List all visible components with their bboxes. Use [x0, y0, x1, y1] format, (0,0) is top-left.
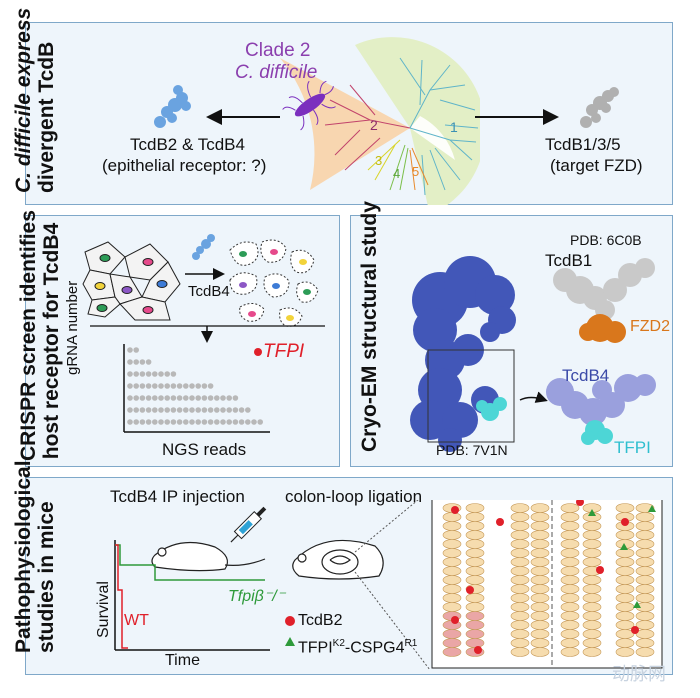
- watermark: 动脉网: [612, 664, 666, 684]
- cryo-em-structures: [410, 256, 656, 452]
- clade2-species: C. difficile: [235, 62, 318, 83]
- tfpi-cyan-small: [476, 397, 507, 421]
- colon-loop-label: colon-loop ligation: [285, 487, 423, 506]
- panel2-side-title: CRISPR screen identifies host receptor f…: [17, 210, 63, 461]
- cell-cluster-after: [229, 239, 319, 327]
- mouse-icon-colon: [292, 539, 384, 580]
- legend-tfpi-cspg4: TFPIK2-CSPG4R1: [298, 638, 418, 657]
- tfpi-struct-label: TFPI: [614, 438, 651, 457]
- wt-curve-label: WT: [124, 612, 149, 629]
- ko-curve-label: Tfpiβ⁻/⁻: [228, 588, 286, 605]
- ko-survival-curve: [115, 544, 265, 581]
- pdb-bottom-label: PDB: 7V1N: [436, 442, 508, 458]
- ngs-dot-plot: [127, 347, 263, 425]
- clade2-title: Clade 2: [245, 40, 311, 61]
- clade2-branches: [324, 84, 411, 171]
- mouse-icon-ip: [151, 541, 266, 572]
- clade-number-3: 3: [375, 153, 382, 168]
- wt-survival-curve: [115, 544, 128, 649]
- clade-number-4: 4: [393, 166, 400, 181]
- tcdb4-label: TcdB4: [562, 366, 610, 385]
- syringe-icon: [230, 506, 267, 543]
- panel-crispr-screen: [25, 215, 340, 467]
- fzd2-label: FZD2: [630, 318, 670, 335]
- y-axis-label: gRNA number: [64, 280, 81, 375]
- tfpi-cyan-structure: [581, 420, 613, 445]
- time-axis-label: Time: [165, 652, 200, 669]
- tcdb2-label-line1: TcdB2 & TcdB4: [130, 135, 245, 154]
- tcdb2-protein-icon: [154, 85, 191, 128]
- fzd2-orange-structure: [579, 314, 626, 343]
- tcdb4-toxin-label: TcdB4: [188, 283, 230, 300]
- tcdb4-toxin-icon: [192, 234, 215, 260]
- ip-injection-label: TcdB4 IP injection: [110, 487, 245, 506]
- panel1-arrows: [154, 85, 619, 128]
- clade1-branches: [399, 57, 479, 196]
- crispr-cells-diagram: [82, 234, 325, 433]
- mouse-studies-diagram: [114, 500, 663, 671]
- tcdb1-label-line2: (target FZD): [550, 156, 643, 175]
- clade2-wedge: [280, 58, 410, 190]
- clade-number-2: 2: [370, 117, 378, 133]
- clade-number-5: 5: [412, 164, 419, 179]
- tcdb2-label-line2: (epithelial receptor: ?): [102, 156, 267, 175]
- phylogenetic-tree: 1 2 3 4 5: [280, 37, 480, 205]
- clade-number-1: 1: [450, 119, 458, 135]
- cell-cluster-before: [82, 241, 181, 321]
- intestinal-villi: [442, 503, 655, 657]
- tcdb1-label-line1: TcdB1/3/5: [545, 135, 621, 154]
- tfpi-hit-label: TFPI: [263, 341, 305, 362]
- tcdb1-protein-icon: [580, 87, 619, 128]
- x-axis-label: NGS reads: [162, 440, 247, 459]
- zoom-box: [427, 349, 515, 443]
- tcdb4-lavender-structure: [546, 374, 656, 426]
- tfpi-hit-dot: [254, 348, 262, 356]
- panel4-side-title: Pathophysiological studies in mice: [12, 460, 58, 653]
- survival-axis-label: Survival: [95, 581, 112, 638]
- tcdb4-blue-structure: [410, 256, 516, 452]
- tcdb1-label: TcdB1: [545, 251, 593, 270]
- tcdb2-symbols: [451, 500, 639, 654]
- pdb-top-label: PDB: 6C0B: [570, 232, 642, 248]
- legend-tcdb2: TcdB2: [298, 612, 343, 629]
- c-difficile-bacterium: [282, 80, 336, 131]
- tfpi-cspg4-symbols: [588, 505, 656, 608]
- panel3-side-title: Cryo-EM structural study: [358, 201, 381, 452]
- tcdb1-grey-structure: [553, 258, 655, 320]
